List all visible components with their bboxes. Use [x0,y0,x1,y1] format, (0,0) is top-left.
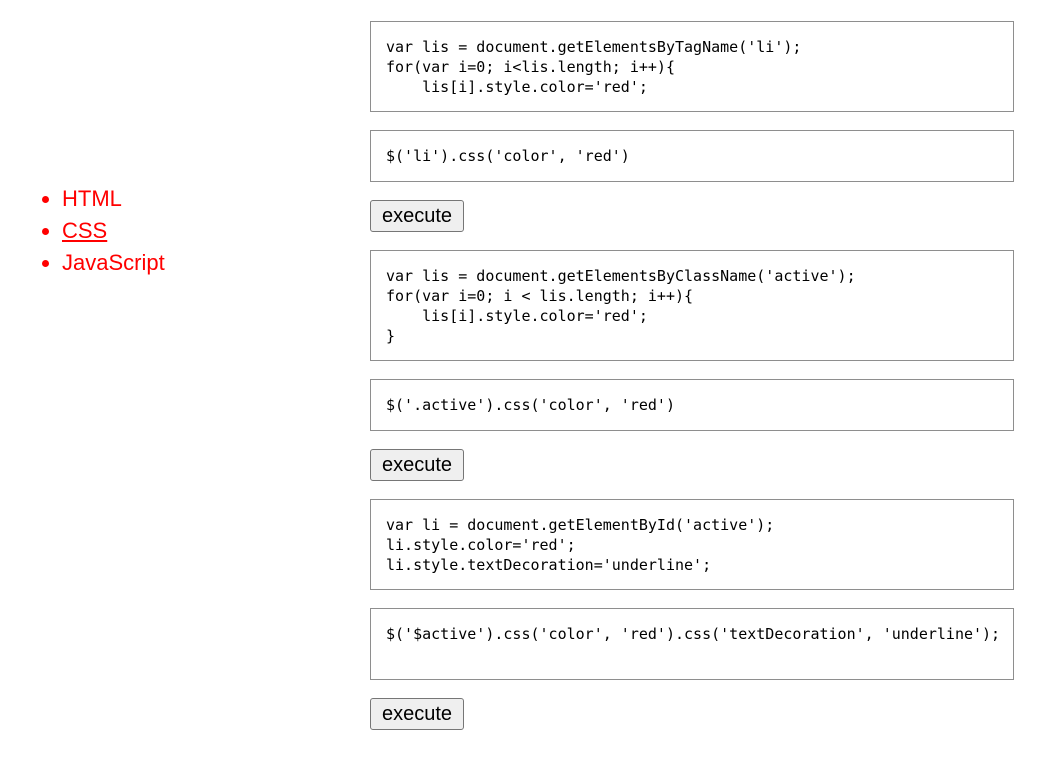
jquery-code-block-tagname: $('li').css('color', 'red') [370,130,1014,182]
list-item-css: CSS [62,215,165,247]
list-item-javascript: JavaScript [62,247,165,279]
list-item-html: HTML [62,183,165,215]
jquery-code-block-id: $('$active').css('color', 'red').css('te… [370,608,1014,680]
execute-button-classname[interactable]: execute [370,449,464,481]
examples-column: var lis = document.getElementsByTagName(… [370,21,1014,730]
tech-list: HTML CSS JavaScript [42,183,165,279]
execute-button-tagname[interactable]: execute [370,200,464,232]
jquery-code-block-classname: $('.active').css('color', 'red') [370,379,1014,431]
js-code-block-id: var li = document.getElementById('active… [370,499,1014,590]
js-code-block-classname: var lis = document.getElementsByClassNam… [370,250,1014,361]
js-code-block-tagname: var lis = document.getElementsByTagName(… [370,21,1014,112]
execute-button-id[interactable]: execute [370,698,464,730]
